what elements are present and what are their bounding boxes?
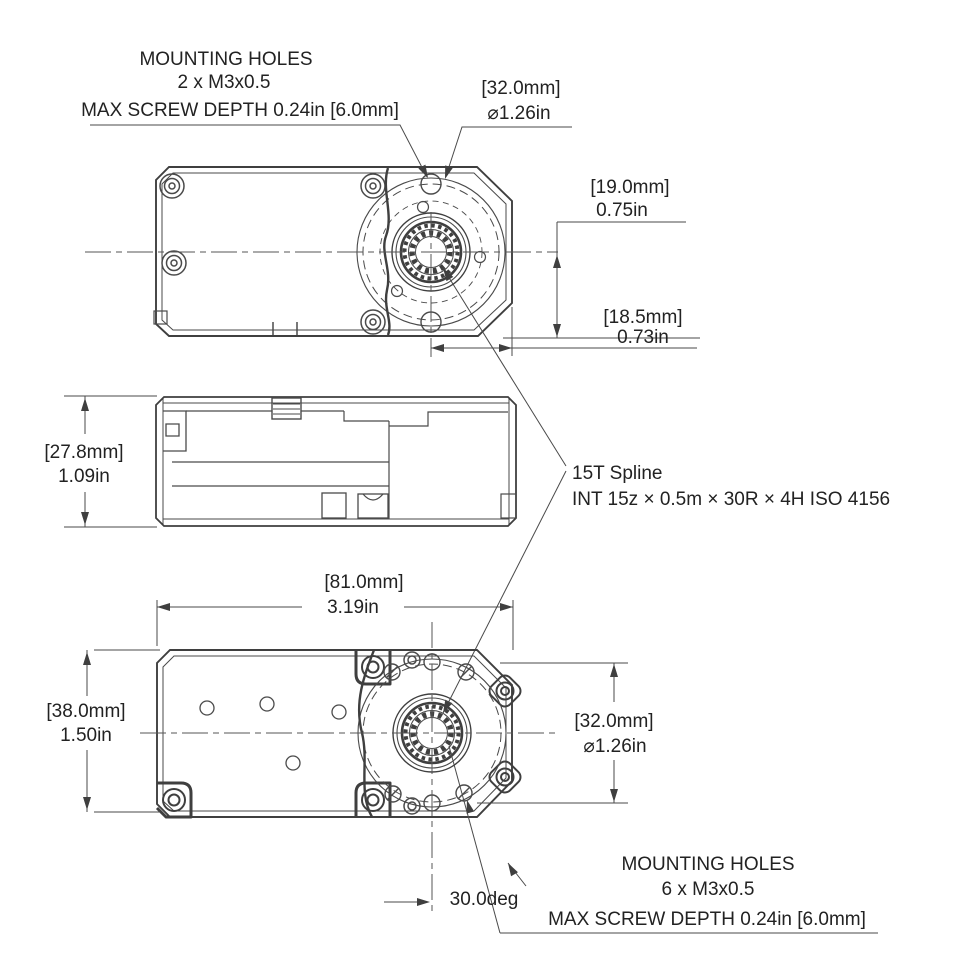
bolt-circle-top-mm: [32.0mm] [481, 78, 560, 99]
top-view-drawing [85, 166, 558, 357]
flange-corner-screws [488, 674, 522, 794]
dim-18-5mm-mm: [18.5mm] [603, 307, 682, 328]
dim-38mm-inch: 1.50in [60, 725, 112, 746]
dim-19mm-inch: 0.75in [596, 200, 648, 221]
top-view-screws [159, 173, 386, 335]
dim-center-to-bottom: [19.0mm] 0.75in [503, 177, 700, 339]
spline-note-line1: 15T Spline [572, 463, 663, 484]
dim-body-height-side: [27.8mm] 1.09in [44, 395, 157, 528]
spline-note-line2: INT 15z × 0.5m × 30R × 4H ISO 4156 [572, 489, 890, 510]
bottom-view-small-screws [403, 651, 421, 815]
bolt-circle-top-inch: ⌀1.26in [487, 103, 550, 124]
base-holes [199, 696, 347, 771]
dim-hole-angle: 30.0deg [384, 745, 527, 934]
connector-block [271, 397, 302, 420]
dim-30deg: 30.0deg [450, 889, 519, 910]
dim-body-width: [81.0mm] 3.19in [156, 572, 514, 650]
bottom-view-drawing [140, 622, 556, 912]
bottom-note-line3: MAX SCREW DEPTH 0.24in [6.0mm] [548, 909, 866, 930]
break-line-top [383, 167, 391, 336]
top-note-line2: 2 x M3x0.5 [178, 72, 271, 93]
dim-center-to-right: [18.5mm] 0.73in [431, 307, 697, 356]
dim-81mm-inch: 3.19in [327, 597, 379, 618]
bottom-note-line2: 6 x M3x0.5 [662, 879, 755, 900]
bolt-circle-bottom-inch: ⌀1.26in [583, 736, 646, 757]
dim-bolt-circle-bottom: [32.0mm] ⌀1.26in [477, 662, 654, 804]
spline-note: 15T Spline INT 15z × 0.5m × 30R × 4H ISO… [442, 267, 890, 714]
dim-body-height-bottom: [38.0mm] 1.50in [46, 649, 160, 813]
dim-19mm-mm: [19.0mm] [590, 177, 669, 198]
dim-27-8mm-mm: [27.8mm] [44, 442, 123, 463]
dim-81mm-mm: [81.0mm] [324, 572, 403, 593]
bottom-view-corner-pads [155, 650, 392, 819]
bolt-circle-bottom-mm: [32.0mm] [574, 711, 653, 732]
top-note-line3: MAX SCREW DEPTH 0.24in [6.0mm] [81, 100, 399, 121]
bottom-note: MOUNTING HOLES 6 x M3x0.5 MAX SCREW DEPT… [500, 854, 878, 934]
bottom-note-line1: MOUNTING HOLES [621, 854, 794, 875]
top-note-leader-line [90, 124, 428, 178]
top-annotations: MOUNTING HOLES 2 x M3x0.5 MAX SCREW DEPT… [81, 49, 700, 356]
bottom-bolt-holes [383, 653, 475, 812]
dim-27-8mm-inch: 1.09in [58, 466, 110, 487]
dim-38mm-mm: [38.0mm] [46, 701, 125, 722]
top-note-line1: MOUNTING HOLES [139, 49, 312, 70]
dim-18-5mm-inch: 0.73in [617, 327, 669, 348]
bolt-circle-top-leader [445, 126, 572, 177]
side-view-drawing [155, 396, 517, 527]
